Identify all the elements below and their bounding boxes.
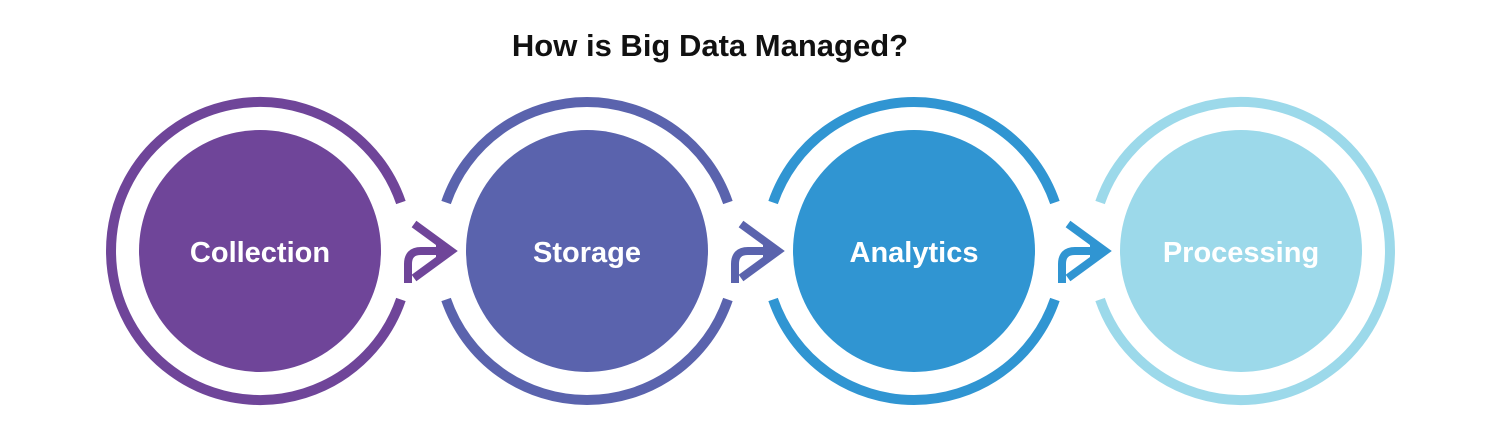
- stage-circle: [793, 130, 1035, 372]
- stage-circle: [466, 130, 708, 372]
- arrow-shaft: [1058, 247, 1091, 283]
- stage-analytics-graphic: [768, 97, 1060, 405]
- stage-storage-graphic: [441, 97, 733, 405]
- arrow-shaft: [404, 247, 437, 283]
- stage-processing-graphic: [1095, 97, 1395, 405]
- arrow-collection-to-storage-icon: [404, 220, 458, 283]
- arrow-chevron: [738, 220, 785, 282]
- stage-ring: [106, 97, 406, 405]
- stage-ring: [1095, 97, 1395, 405]
- arrow-chevron: [1065, 220, 1112, 282]
- arrow-storage-to-analytics-icon: [731, 220, 785, 283]
- arrow-analytics-to-processing-icon: [1058, 220, 1112, 283]
- stage-ring-lower: [441, 297, 733, 405]
- stage-circle: [1120, 130, 1362, 372]
- arrow-shaft: [731, 247, 764, 283]
- stage-ring-upper: [441, 97, 733, 205]
- stage-ring-upper: [768, 97, 1060, 205]
- stage-ring-lower: [768, 297, 1060, 405]
- diagram-title: How is Big Data Managed?: [511, 28, 909, 63]
- arrow-chevron: [411, 220, 458, 282]
- stage-collection-graphic: [106, 97, 406, 405]
- stage-circle: [139, 130, 381, 372]
- stage-processing: Processing: [1081, 91, 1401, 411]
